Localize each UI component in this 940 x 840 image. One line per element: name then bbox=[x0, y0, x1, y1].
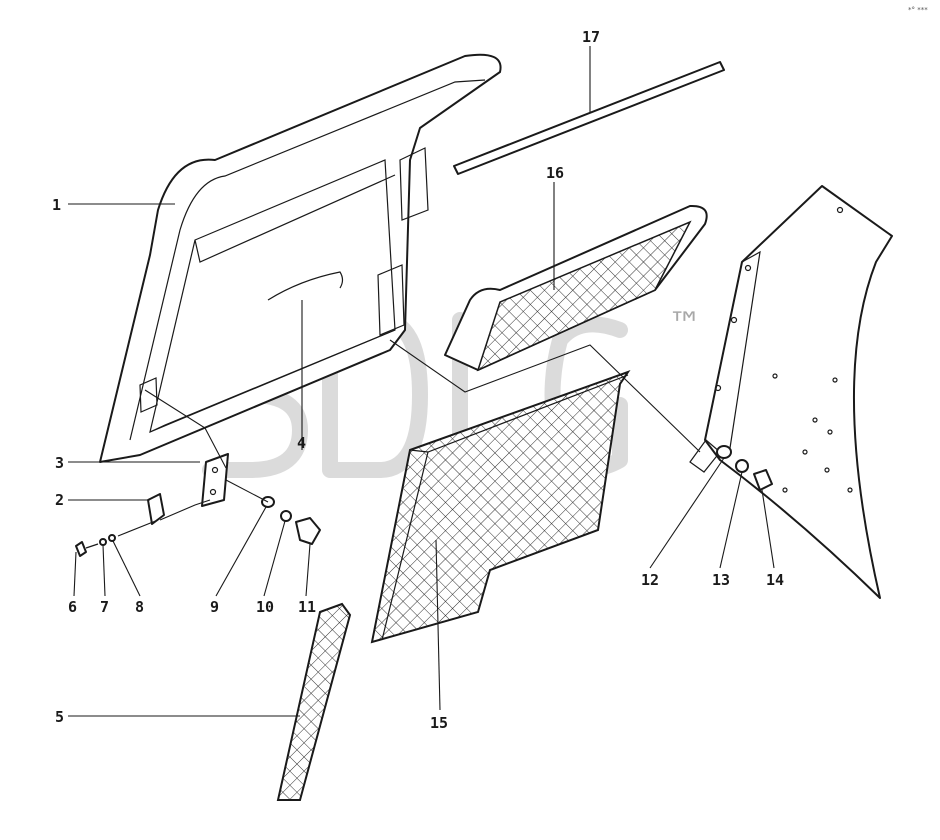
part-12-washer bbox=[716, 445, 732, 459]
callout-10: 10 bbox=[256, 598, 274, 616]
part-3-hinge-plate bbox=[201, 453, 229, 507]
part-7-washer bbox=[99, 538, 107, 546]
callout-6: 6 bbox=[68, 598, 77, 616]
part-8-washer bbox=[108, 534, 116, 542]
leader-8 bbox=[112, 540, 141, 597]
callout-3: 3 bbox=[55, 454, 64, 472]
leader-11 bbox=[305, 543, 311, 597]
leader-13 bbox=[719, 471, 743, 569]
callout-9: 9 bbox=[210, 598, 219, 616]
part-6-screw bbox=[75, 541, 99, 557]
part-2-bracket bbox=[147, 493, 165, 525]
part-1-door-frame bbox=[99, 53, 502, 463]
callout-12: 12 bbox=[641, 571, 659, 589]
callout-7: 7 bbox=[100, 598, 109, 616]
leader-14 bbox=[761, 489, 775, 569]
callout-4: 4 bbox=[297, 434, 306, 452]
part-5-trim-strip bbox=[276, 602, 352, 801]
callout-2: 2 bbox=[55, 491, 64, 509]
callout-15: 15 bbox=[430, 714, 448, 732]
part-13-washer bbox=[735, 459, 749, 473]
trademark-symbol: ™ bbox=[668, 305, 702, 345]
part-17-seal-strip bbox=[453, 61, 725, 175]
cab-side-post bbox=[689, 185, 893, 599]
part-16-upper-trim-panel bbox=[444, 204, 708, 372]
leader-9 bbox=[215, 506, 267, 597]
corner-mark: *° *** bbox=[908, 6, 928, 14]
callout-17: 17 bbox=[582, 28, 600, 46]
callout-16: 16 bbox=[546, 164, 564, 182]
callout-13: 13 bbox=[712, 571, 730, 589]
part-15-lower-trim-panel bbox=[370, 370, 631, 644]
leader-15 bbox=[435, 539, 441, 711]
leader-7 bbox=[102, 544, 106, 597]
part-10-washer bbox=[280, 510, 292, 522]
callout-11: 11 bbox=[298, 598, 316, 616]
part-14-nut bbox=[753, 469, 773, 491]
callout-5: 5 bbox=[55, 708, 64, 726]
leader-12 bbox=[649, 457, 725, 569]
callout-8: 8 bbox=[135, 598, 144, 616]
callout-14: 14 bbox=[766, 571, 784, 589]
leader-6 bbox=[73, 551, 77, 597]
leader-10 bbox=[263, 520, 286, 597]
part-11-bolt bbox=[295, 517, 321, 545]
callout-1: 1 bbox=[52, 196, 61, 214]
